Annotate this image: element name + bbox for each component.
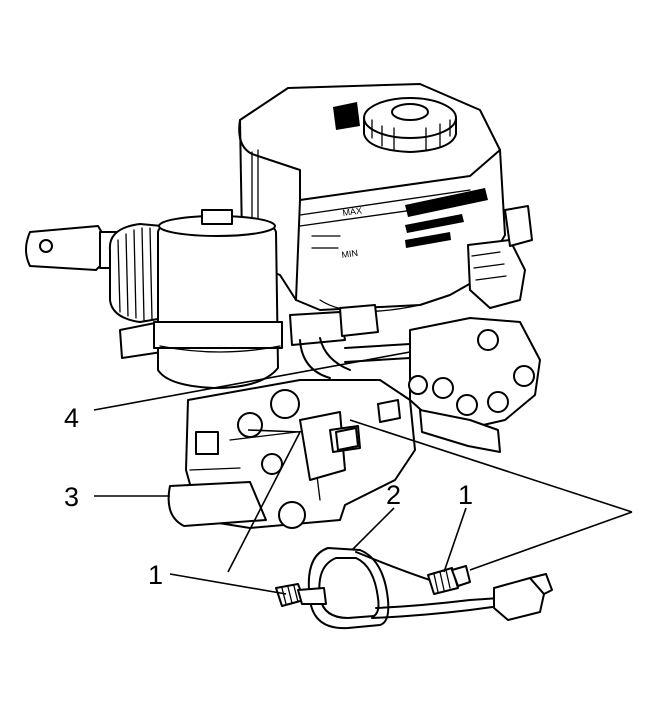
brake-tubes bbox=[289, 304, 411, 379]
callout-label-4: 4 bbox=[64, 403, 79, 433]
callout-label-1-left: 1 bbox=[148, 560, 163, 590]
callout-label-1-right: 1 bbox=[458, 480, 473, 510]
reservoir-cap bbox=[363, 97, 457, 153]
sensor-ports bbox=[335, 399, 401, 451]
harness-connector bbox=[493, 573, 553, 621]
pressure-sensor-right bbox=[427, 565, 471, 595]
reservoir-max-label: MAX bbox=[342, 205, 363, 218]
hydraulic-modulator bbox=[167, 379, 416, 529]
filter-canister bbox=[153, 209, 283, 389]
callout-label-2: 2 bbox=[386, 480, 401, 510]
valve-manifold bbox=[408, 205, 541, 453]
pressure-sensor-left bbox=[275, 583, 327, 607]
callout-leaders bbox=[93, 351, 633, 595]
booster-housing bbox=[108, 223, 165, 359]
sensor-harness bbox=[307, 547, 501, 630]
reservoir-min-label: MIN bbox=[341, 248, 359, 260]
callout-label-3: 3 bbox=[64, 482, 79, 512]
